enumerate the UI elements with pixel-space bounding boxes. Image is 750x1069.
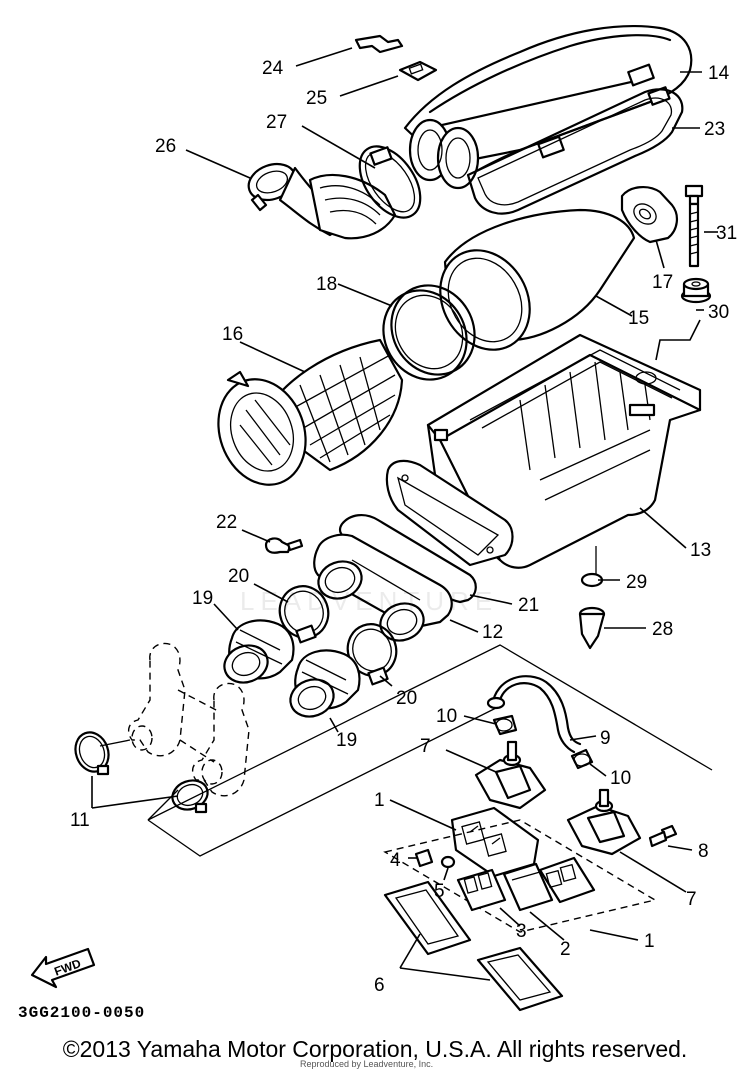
callout-3: 3: [516, 921, 527, 942]
carburetor-phantom: [127, 642, 250, 797]
watermark-large: LEADVENTURE: [240, 586, 499, 616]
grommet-17: [620, 186, 678, 244]
leader-lines: [91, 47, 718, 981]
callout-27: 27: [266, 112, 287, 133]
callout-17: 17: [652, 272, 673, 293]
callout-4: 4: [390, 850, 401, 871]
callout-18: 18: [316, 274, 337, 295]
reed-stopper-2: [502, 862, 554, 912]
intake-joint: [247, 162, 397, 240]
callout-11: 11: [70, 810, 90, 831]
carburetor-boot-19-lower: [289, 649, 361, 718]
band-clamp-11-upper: [74, 731, 110, 776]
callout-22: 22: [216, 512, 237, 533]
band-clamp-20-upper: [278, 585, 330, 644]
bolt-31: [684, 184, 704, 268]
callout-29: 29: [626, 572, 647, 593]
air-box-outlet-flange: [385, 459, 514, 567]
forward-arrow-icon: FWD: [30, 947, 96, 989]
carburetor-joint-12: [313, 533, 453, 642]
callout-7-bottom: 7: [686, 889, 697, 910]
air-box-case: [426, 333, 702, 569]
reed-valve-1-lower: [538, 856, 596, 904]
air-box-cover: [403, 24, 693, 190]
callout-14: 14: [708, 63, 730, 84]
callout-10-right: 10: [610, 768, 631, 789]
cover-gasket: [466, 88, 684, 215]
callout-20-bottom: 20: [396, 688, 417, 709]
callout-10-top: 10: [436, 706, 457, 727]
reed-valve-assembly-frame: [99, 644, 713, 857]
callout-8: 8: [698, 841, 709, 862]
drain-fitting-28: [578, 606, 606, 650]
reed-valve-1-upper: [450, 806, 540, 878]
air-filter-element: [439, 208, 636, 351]
callout-2: 2: [560, 939, 571, 960]
callout-16: 16: [222, 324, 243, 345]
copyright-notice: ©2013 Yamaha Motor Corporation, U.S.A. A…: [62, 1036, 688, 1062]
callout-9: 9: [600, 728, 611, 749]
part-code: 3GG2100-0050: [18, 1004, 146, 1022]
reed-plate-7-upper: [474, 740, 547, 810]
carburetor-boot-19-upper: [223, 619, 295, 684]
callout-1-bottom: 1: [644, 931, 655, 952]
hose-clip-10-upper: [492, 714, 518, 736]
callout-5: 5: [434, 881, 445, 902]
reed-plate-7-lower: [566, 788, 642, 856]
clip-24: [354, 34, 404, 54]
callout-7-top: 7: [420, 736, 431, 757]
washer-5: [440, 855, 456, 869]
bolt-8: [648, 824, 678, 848]
band-clamp-20-lower: [346, 623, 398, 686]
reed-valve-3: [456, 868, 507, 912]
callout-28: 28: [652, 619, 673, 640]
breather-hose-9: [486, 675, 582, 754]
callout-labels: 24 25 14 27 23 26 31 17 18 15 30 16 13 2…: [70, 58, 737, 996]
callout-23: 23: [704, 119, 725, 140]
screw-22: [264, 537, 304, 554]
callout-6: 6: [374, 975, 385, 996]
callout-30: 30: [708, 302, 729, 323]
clip-25: [398, 60, 438, 82]
gasket-6-right: [476, 946, 564, 1012]
callout-12: 12: [482, 622, 503, 643]
callout-19-top: 19: [192, 588, 213, 609]
callout-1-top: 1: [374, 790, 385, 811]
callout-19-bottom: 19: [336, 730, 357, 751]
hose-clip-10-lower: [570, 748, 594, 770]
screw-4: [414, 848, 434, 868]
callout-13: 13: [690, 540, 711, 561]
callout-21: 21: [518, 595, 539, 616]
callout-25: 25: [306, 88, 327, 109]
callout-26: 26: [155, 136, 176, 157]
callout-15: 15: [628, 308, 649, 329]
band-clamp-11-lower: [171, 779, 209, 814]
grommet-30: [680, 277, 712, 304]
watermark-small: Reproduced by Leadventure, Inc.: [300, 1059, 434, 1069]
callout-20-top: 20: [228, 566, 249, 587]
filter-guide-16: [217, 338, 404, 486]
callout-24: 24: [262, 58, 284, 79]
callout-31: 31: [716, 223, 737, 244]
band-clamp-27: [358, 145, 422, 219]
filter-ring-18: [382, 284, 476, 381]
gasket-6-left: [383, 880, 472, 956]
